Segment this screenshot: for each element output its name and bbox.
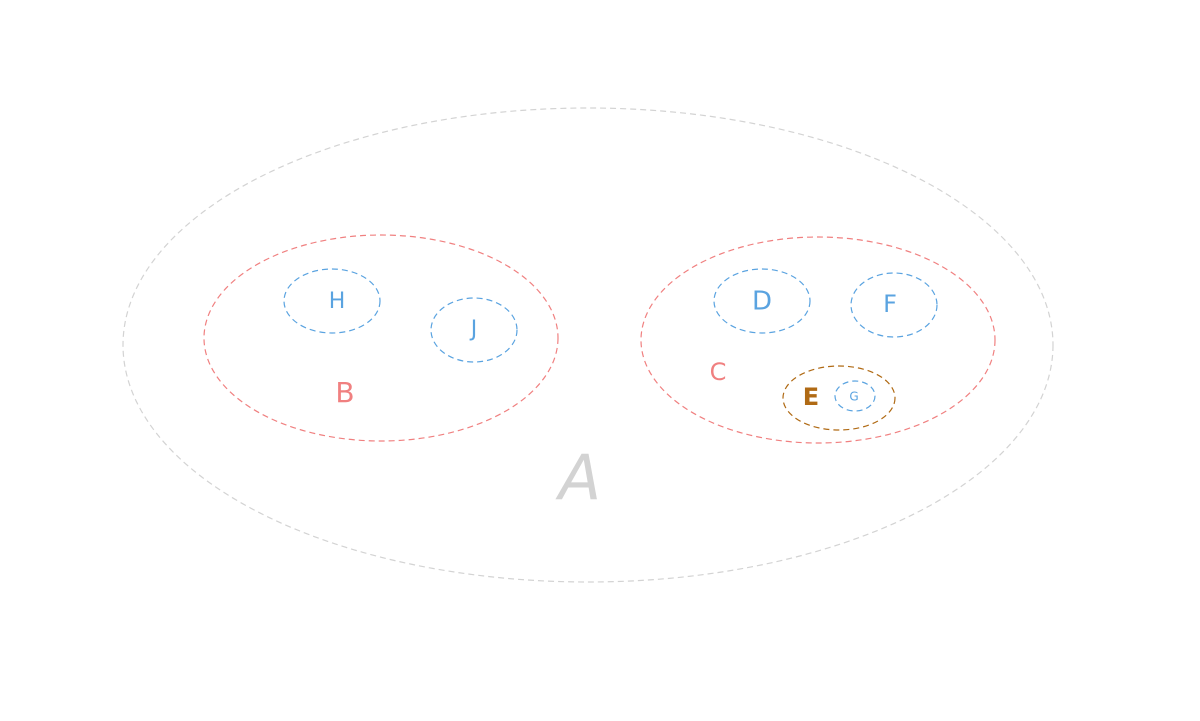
set-j-boundary [430, 297, 518, 363]
set-g-boundary [834, 380, 876, 412]
set-d-label: D [752, 287, 772, 317]
set-e-label: E [803, 383, 819, 411]
set-b-boundary [203, 234, 559, 442]
set-j-label: J [469, 317, 478, 342]
set-a-boundary [122, 107, 1054, 583]
set-f-label: F [883, 290, 897, 318]
set-e-boundary [782, 365, 896, 431]
set-h-boundary [283, 268, 381, 334]
set-f-boundary [850, 272, 938, 338]
set-c-label: C [710, 358, 727, 386]
set-c-boundary [640, 236, 996, 444]
set-d-boundary [713, 268, 811, 334]
set-g-label: G [849, 390, 858, 404]
set-a-label: A [555, 441, 601, 514]
set-b-label: B [335, 376, 354, 409]
set-h-label: H [329, 289, 346, 314]
